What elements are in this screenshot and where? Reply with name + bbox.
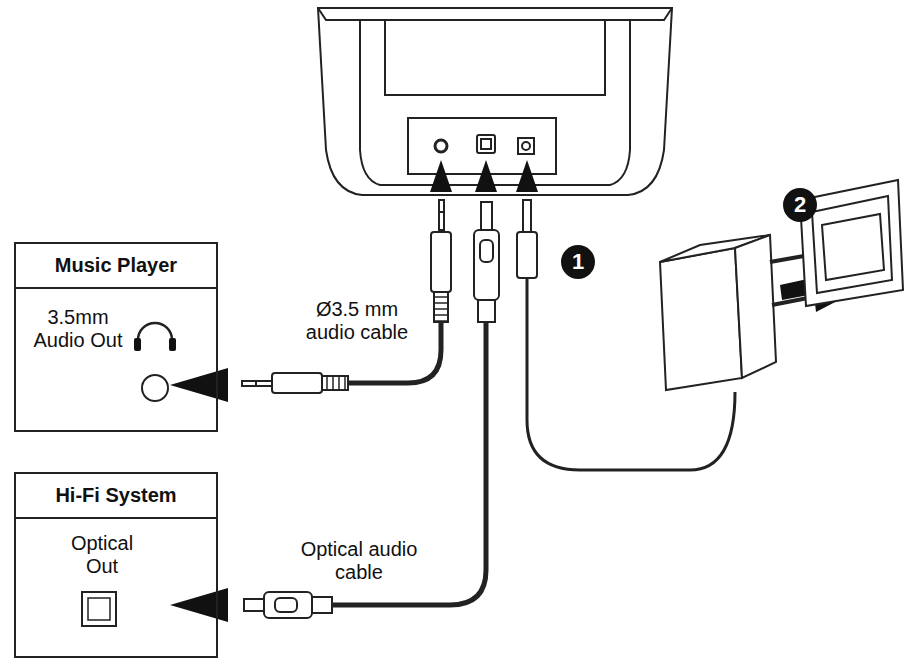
cable-label: Ø3.5 mm audio cable	[296, 298, 418, 344]
port-label: Optical Out	[56, 532, 148, 578]
port-label: 3.5mm Audio Out	[32, 306, 124, 352]
device-box: Hi-Fi SystemOptical Out	[14, 472, 218, 658]
callout-number: 2	[783, 188, 817, 222]
audio-cable	[242, 200, 451, 393]
device-housing	[318, 8, 672, 195]
power-adapter	[517, 180, 903, 470]
insert-arrows	[170, 160, 862, 622]
box-heading: Music Player	[16, 244, 216, 289]
cable-label: Optical audio cable	[298, 538, 420, 584]
optical-cable	[244, 202, 499, 618]
device-box: Music Player 3.5mm Audio Out	[14, 242, 218, 432]
box-heading: Hi-Fi System	[16, 474, 216, 519]
callout-number: 1	[561, 245, 595, 279]
